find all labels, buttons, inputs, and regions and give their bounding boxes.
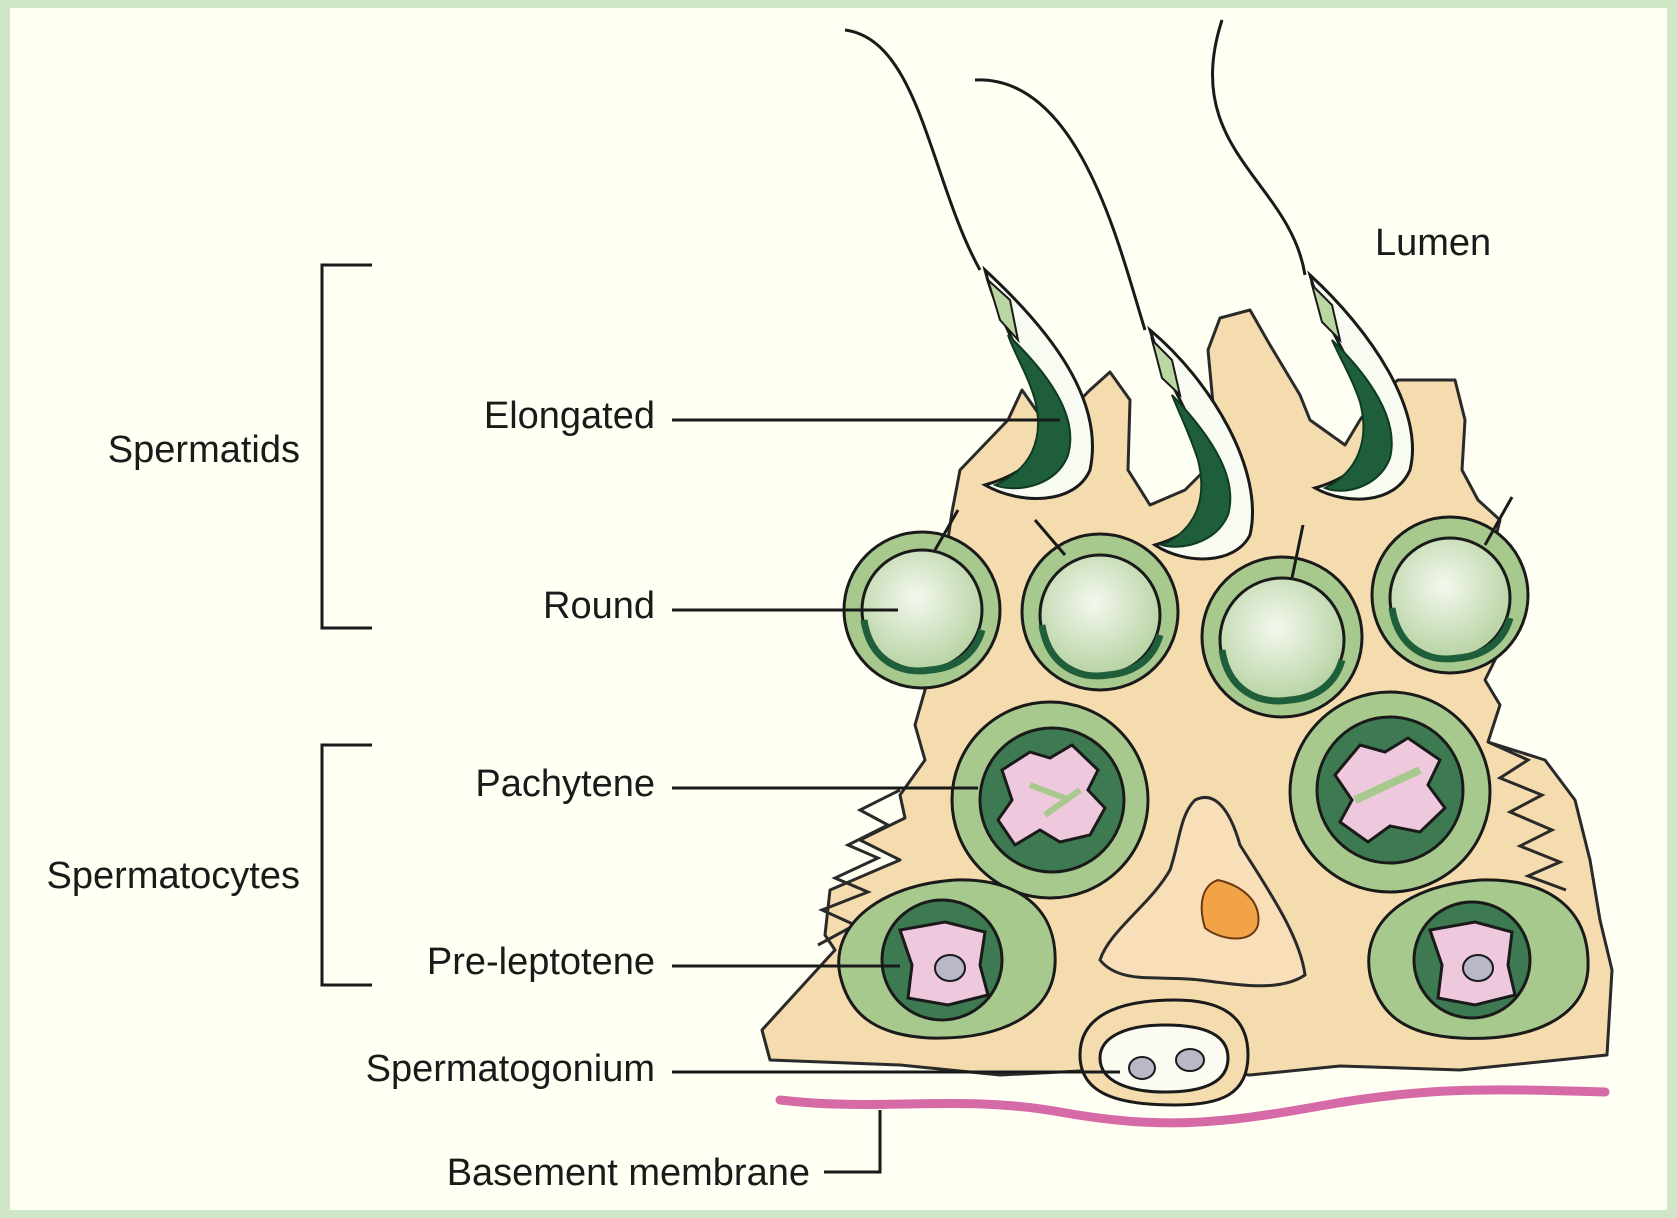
- label-lumen: Lumen: [1375, 222, 1491, 264]
- pre-leptotene-spermatocyte: [1369, 880, 1588, 1039]
- label-pre-leptotene: Pre-leptotene: [427, 941, 655, 983]
- flagellum: [845, 30, 980, 270]
- spermatids-bracket: [322, 265, 372, 628]
- label-spermatids: Spermatids: [108, 429, 300, 471]
- pachytene-spermatocyte: [1290, 692, 1490, 892]
- spermatogonium: [1080, 1000, 1248, 1105]
- label-elongated: Elongated: [484, 395, 655, 437]
- label-spermatogonium: Spermatogonium: [366, 1048, 655, 1090]
- label-spermatocytes: Spermatocytes: [47, 855, 300, 897]
- label-round: Round: [543, 585, 655, 627]
- flagellum: [1213, 20, 1305, 275]
- label-basement-membrane: Basement membrane: [447, 1152, 810, 1194]
- basement-membrane-leader: [824, 1110, 880, 1172]
- spermatocytes-bracket: [322, 745, 372, 985]
- label-pachytene: Pachytene: [475, 763, 655, 805]
- pachytene-spermatocyte: [952, 702, 1148, 898]
